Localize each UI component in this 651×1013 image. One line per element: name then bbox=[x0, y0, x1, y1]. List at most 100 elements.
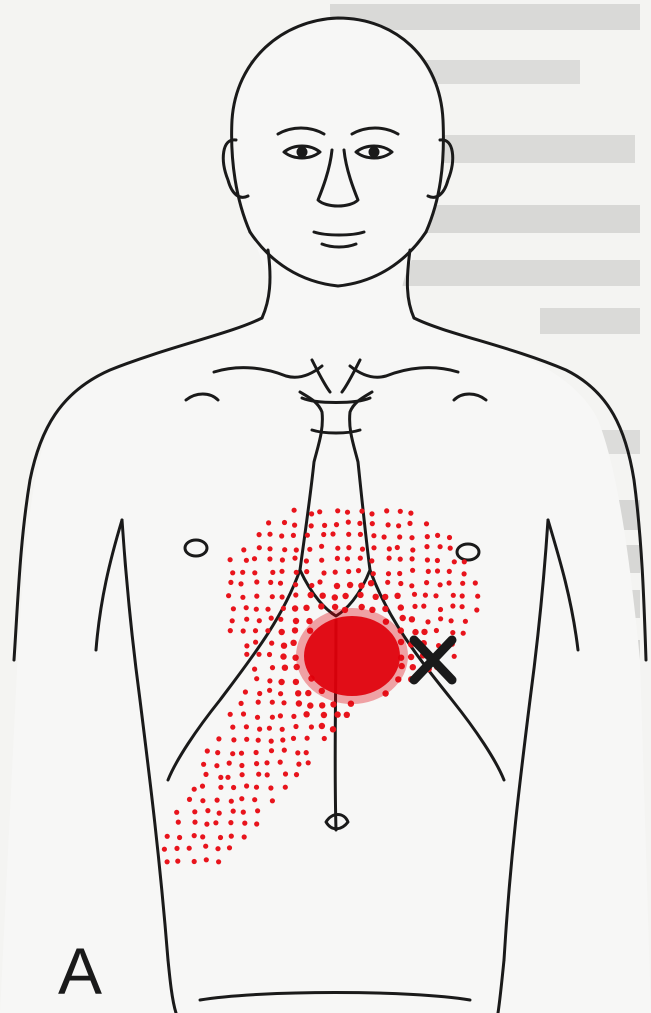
pain-dot bbox=[257, 545, 262, 550]
pain-dot bbox=[265, 607, 270, 612]
pain-dot bbox=[254, 750, 259, 755]
pain-dot bbox=[319, 558, 324, 563]
pain-dot bbox=[292, 605, 298, 611]
pain-dot bbox=[319, 544, 324, 549]
pain-dot bbox=[335, 546, 340, 551]
pain-dot bbox=[239, 763, 244, 768]
pain-dot bbox=[252, 797, 257, 802]
pain-dot bbox=[451, 593, 456, 598]
pain-dot bbox=[243, 689, 248, 694]
pain-dot bbox=[215, 750, 220, 755]
pain-dot bbox=[267, 556, 272, 561]
pain-dot bbox=[278, 679, 284, 685]
pain-dot bbox=[256, 738, 261, 743]
pain-dot bbox=[448, 546, 453, 551]
pain-dot bbox=[278, 581, 283, 586]
pain-dot bbox=[434, 628, 439, 633]
pain-dot bbox=[384, 508, 389, 513]
pain-dot bbox=[294, 772, 299, 777]
pain-dot bbox=[345, 556, 350, 561]
pain-dot bbox=[253, 640, 258, 645]
panel-label: A bbox=[58, 938, 102, 1004]
pain-dot bbox=[228, 580, 233, 585]
pain-dot bbox=[357, 592, 363, 598]
pain-dot bbox=[307, 702, 313, 708]
pain-dot bbox=[460, 581, 465, 586]
pain-dot bbox=[309, 511, 314, 516]
pain-dot bbox=[473, 580, 478, 585]
pain-dot bbox=[228, 712, 233, 717]
pain-dot bbox=[474, 607, 479, 612]
pain-dot bbox=[283, 785, 288, 790]
pain-dot bbox=[244, 643, 249, 648]
pain-dot bbox=[174, 810, 179, 815]
pain-dot bbox=[396, 523, 401, 528]
pain-dot bbox=[240, 570, 245, 575]
pain-dot bbox=[256, 700, 261, 705]
pain-dot bbox=[438, 582, 443, 587]
pain-dot bbox=[216, 736, 221, 741]
pain-dot bbox=[244, 558, 249, 563]
pain-dot bbox=[386, 571, 391, 576]
pain-dot bbox=[200, 784, 205, 789]
pain-dot bbox=[397, 571, 402, 576]
pain-dot bbox=[270, 665, 275, 670]
pain-dot bbox=[264, 760, 269, 765]
pain-dot bbox=[450, 630, 455, 635]
pain-dot bbox=[292, 508, 297, 513]
pain-dot bbox=[409, 583, 414, 588]
pain-dot bbox=[317, 509, 322, 514]
pain-dot bbox=[303, 711, 309, 717]
pain-dot bbox=[368, 580, 374, 586]
pain-dot bbox=[409, 535, 414, 540]
pain-dot bbox=[452, 654, 457, 659]
pain-dot bbox=[346, 545, 351, 550]
pain-dot bbox=[253, 628, 258, 633]
pain-dot bbox=[400, 615, 406, 621]
pain-dot bbox=[244, 617, 249, 622]
pain-dot bbox=[425, 557, 430, 562]
pain-dot bbox=[322, 523, 327, 528]
pain-dot bbox=[254, 579, 259, 584]
pain-dot bbox=[346, 532, 351, 537]
pain-dot bbox=[369, 511, 374, 516]
pain-dot bbox=[269, 641, 274, 646]
pain-dot bbox=[320, 593, 326, 599]
pain-dot bbox=[268, 580, 273, 585]
pain-dot bbox=[387, 546, 392, 551]
pain-dot bbox=[292, 627, 298, 633]
pain-dot bbox=[475, 594, 480, 599]
pain-dot bbox=[218, 785, 223, 790]
pain-dot bbox=[280, 737, 285, 742]
pain-dot bbox=[321, 532, 326, 537]
pain-dot bbox=[228, 628, 233, 633]
pain-dot bbox=[187, 797, 192, 802]
pain-dot bbox=[358, 583, 364, 589]
pain-dot bbox=[204, 857, 209, 862]
pain-dot bbox=[240, 595, 245, 600]
pain-dot bbox=[292, 523, 297, 528]
pain-dot bbox=[255, 715, 260, 720]
pain-dot bbox=[334, 522, 339, 527]
pain-dot bbox=[438, 616, 443, 621]
pain-dot bbox=[435, 558, 440, 563]
pain-dot bbox=[359, 509, 364, 514]
pain-dot bbox=[332, 594, 338, 600]
pain-dot bbox=[407, 521, 412, 526]
pain-dot bbox=[410, 556, 415, 561]
pain-dot bbox=[229, 799, 234, 804]
pain-dot bbox=[410, 547, 415, 552]
pain-dot bbox=[294, 547, 299, 552]
pain-dot bbox=[373, 594, 379, 600]
pain-dot bbox=[347, 582, 353, 588]
pain-dot bbox=[412, 629, 418, 635]
pain-dot bbox=[165, 859, 170, 864]
pain-dot bbox=[395, 545, 400, 550]
pain-dot bbox=[254, 821, 259, 826]
pain-dot bbox=[293, 679, 299, 685]
pain-dot bbox=[231, 737, 236, 742]
pain-dot bbox=[254, 785, 259, 790]
pain-dot bbox=[386, 522, 391, 527]
pain-dot bbox=[460, 604, 465, 609]
